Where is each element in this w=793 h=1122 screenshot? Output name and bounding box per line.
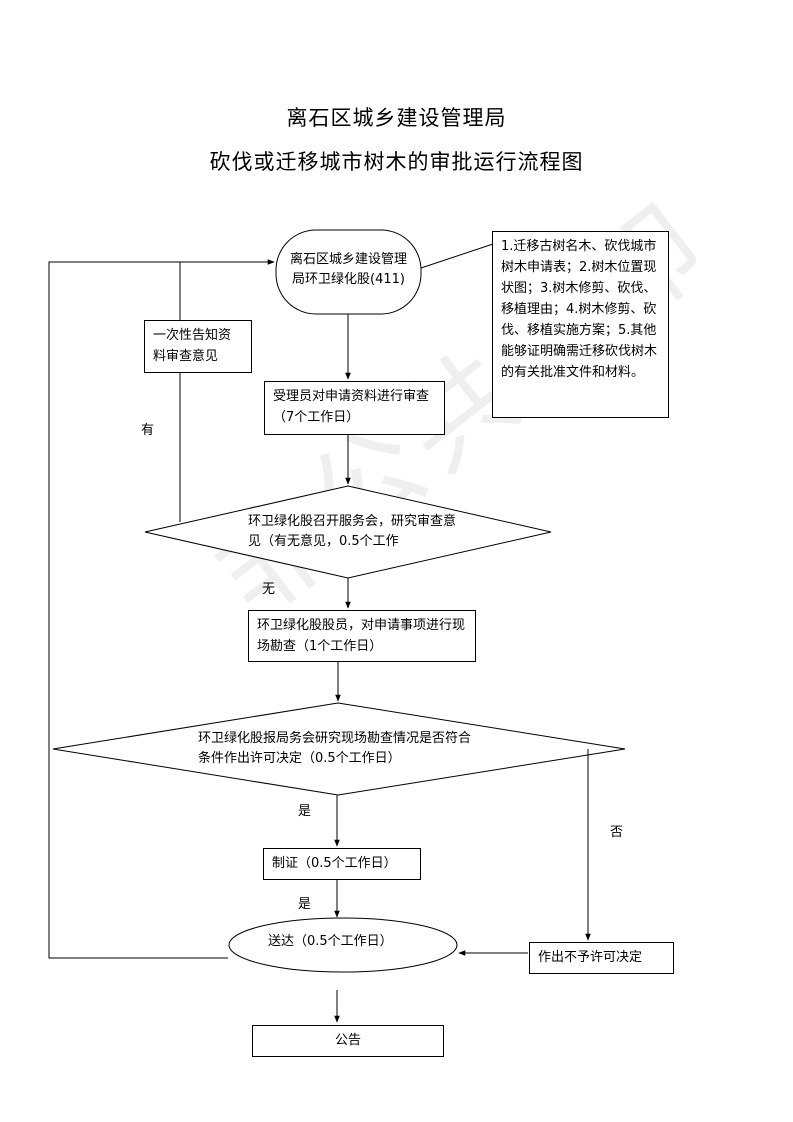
requirements-note: 1.迁移古树名木、砍伐城市树木申请表；2.树木位置现状图；3.树木修剪、砍伐、移… [492,231,669,418]
decision-diamond-shape [52,702,626,796]
review-box: 受理员对申请资料进行审查（7个工作日） [264,381,445,435]
edge-label-has-opinion: 有 [141,423,155,438]
page-title: 离石区城乡建设管理局 [286,106,507,130]
reject-box: 作出不予许可决定 [529,942,674,974]
edge-label-yes-decision: 是 [298,804,312,819]
deliver-ellipse-shape [228,917,458,973]
announce-box: 公告 [252,1025,444,1057]
notify-box: 一次性告知资料审查意见 [144,320,252,373]
survey-box: 环卫绿化股股员，对申请事项进行现场勘查（1个工作日） [248,610,476,662]
edge-label-no-decision: 否 [610,825,624,840]
edge-label-no-opinion: 无 [262,582,276,597]
page-subtitle: 砍伐或迁移城市树木的审批运行流程图 [209,150,584,174]
start-node: 离石区城乡建设管理局环卫绿化股(411) [289,252,407,287]
edge-label-yes-certificate: 是 [298,897,312,912]
meeting-diamond: 环卫绿化股召开服务会，研究审查意见（有无意见，0.5个工作 [248,514,457,549]
deliver-ellipse: 送达（0.5个工作日） [268,934,393,949]
decision-diamond: 环卫绿化股报局务会研究现场勘查情况是否符合条件作出许可决定（0.5个工作日） [198,731,472,766]
certificate-box: 制证（0.5个工作日） [263,848,421,880]
